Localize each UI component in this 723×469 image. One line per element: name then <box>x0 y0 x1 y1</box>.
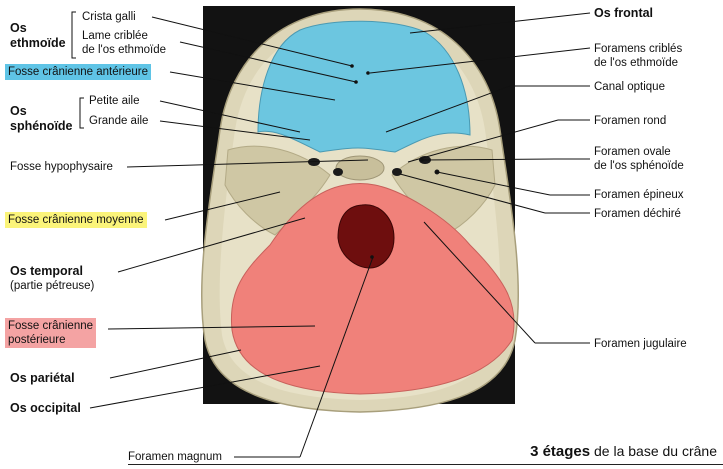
label-os-parietal: Os pariétal <box>10 371 75 385</box>
posterior-fossa-region <box>230 183 515 395</box>
label-crista-galli: Crista galli <box>82 11 136 23</box>
label-foramen-magnum: Foramen magnum <box>128 451 222 463</box>
label-lame-criblee: Lame criblée de l'os ethmoïde <box>82 30 167 56</box>
label-fosse-posterieure: Fosse crânienne postérieure <box>5 318 97 348</box>
foramen-dechire-right <box>392 168 402 176</box>
caption-bold: 3 étages <box>530 443 591 460</box>
leader-lines <box>89 12 591 458</box>
label-partie-petreuse: (partie pétreuse) <box>10 280 95 292</box>
foramen-magnum-shape <box>337 204 395 269</box>
label-os-occipital: Os occipital <box>10 401 81 415</box>
label-grande-aile: Grande aile <box>89 115 149 127</box>
label-fosse-moyenne: Fosse crânienne moyenne <box>5 212 147 228</box>
label-fosse-hypophysaire: Fosse hypophysaire <box>10 161 113 173</box>
caption-rest: de la base du crâne <box>590 443 717 459</box>
label-foramen-rond: Foramen rond <box>594 115 667 127</box>
bottom-rule <box>128 464 723 465</box>
leader-dots <box>350 64 439 259</box>
label-foramen-jugulaire: Foramen jugulaire <box>594 338 687 350</box>
anterior-fossa-region <box>257 20 471 153</box>
label-brackets <box>71 11 84 129</box>
label-os-sphenoide: Os sphénoïde <box>10 104 73 133</box>
label-os-ethmoide: Os ethmoïde <box>10 21 66 50</box>
label-foramen-dechire: Foramen déchiré <box>594 208 681 220</box>
label-foramen-ovale: Foramen ovale de l'os sphénoïde <box>594 146 684 172</box>
label-foramen-epineux: Foramen épineux <box>594 189 684 201</box>
label-canal-optique: Canal optique <box>594 81 665 93</box>
label-petite-aile: Petite aile <box>89 95 140 107</box>
label-os-frontal: Os frontal <box>594 6 654 20</box>
figure-caption: 3 étages de la base du crâne <box>530 443 717 460</box>
label-foramens-cribles: Foramens criblés de l'os ethmoïde <box>594 43 683 69</box>
foramen-dechire-left <box>333 168 343 176</box>
label-os-temporal: Os temporal <box>10 264 83 278</box>
sella-turcica <box>335 155 385 181</box>
label-fosse-anterieure: Fosse crânienne antérieure <box>5 64 151 80</box>
